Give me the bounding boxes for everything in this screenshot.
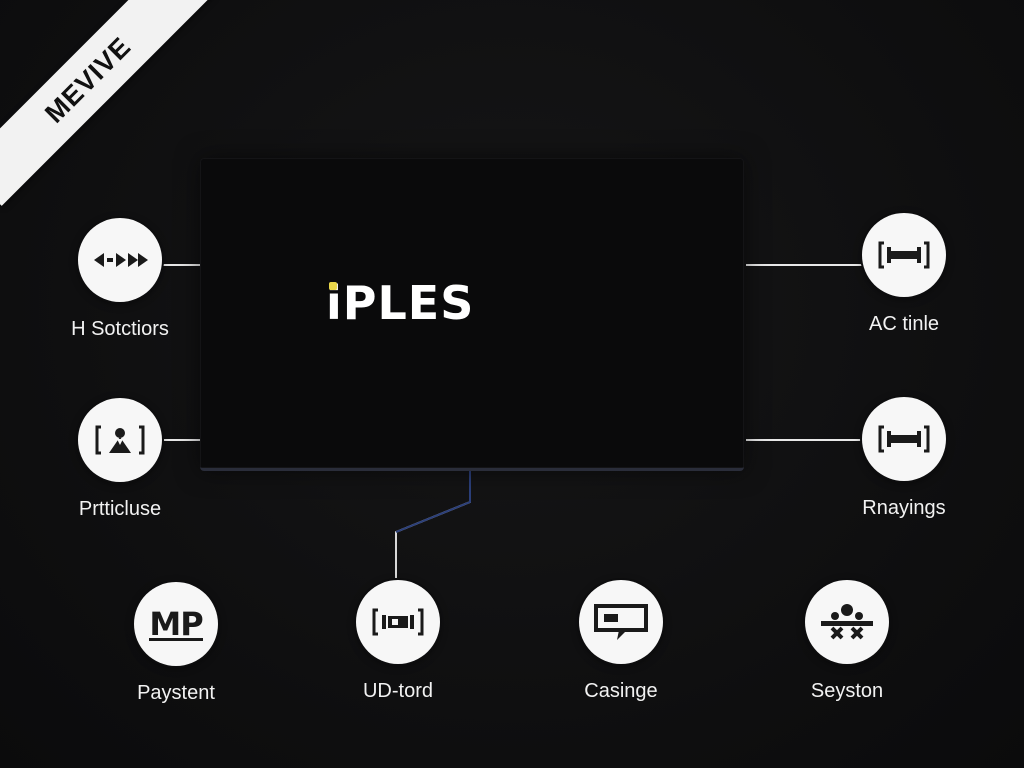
chat-box-icon xyxy=(594,604,648,640)
node-circle[interactable] xyxy=(78,398,162,482)
node-circle[interactable]: MP xyxy=(134,582,218,666)
node-bottom-2[interactable]: UD-tord xyxy=(313,580,483,703)
node-label: Casinge xyxy=(584,680,658,702)
logo-rest: PLES xyxy=(342,276,475,330)
node-bottom-1[interactable]: MP Paystent xyxy=(91,582,261,705)
ribbon-text: MEVIVE xyxy=(38,30,137,129)
node-top-right[interactable]: AC tinle xyxy=(819,213,989,336)
node-label: H Sotctiors xyxy=(71,318,169,340)
connector-line-bottom xyxy=(395,466,471,578)
node-label: Seyston xyxy=(810,680,884,702)
node-label: AC tinle xyxy=(868,313,940,335)
connector-line-mid-right xyxy=(746,439,863,441)
node-circle[interactable] xyxy=(805,580,889,664)
node-circle[interactable] xyxy=(862,397,946,481)
bracketed-bar-icon xyxy=(878,425,930,453)
logo-accent-dot xyxy=(329,282,337,290)
node-circle[interactable] xyxy=(862,213,946,297)
connector-line-mid-left xyxy=(162,439,200,441)
node-label: Rnayings xyxy=(862,497,946,519)
bracketed-bar-icon xyxy=(878,241,930,269)
node-bottom-4[interactable]: Seyston xyxy=(762,580,932,703)
node-circle[interactable] xyxy=(579,580,663,664)
node-label: Prtticluse xyxy=(78,498,162,520)
node-top-left[interactable]: H Sotctiors xyxy=(35,218,205,341)
connector-line-top-right xyxy=(746,264,863,266)
node-circle[interactable] xyxy=(78,218,162,302)
node-mid-right[interactable]: Rnayings xyxy=(819,397,989,520)
node-circle[interactable] xyxy=(356,580,440,664)
node-label: Paystent xyxy=(137,682,215,704)
node-bottom-3[interactable]: Casinge xyxy=(536,580,706,703)
people-network-icon xyxy=(821,604,873,640)
node-label: UD-tord xyxy=(362,680,433,702)
mp-logo-icon: MP xyxy=(149,605,204,643)
bracketed-device-icon xyxy=(372,608,424,636)
connector-line-top-left xyxy=(162,264,200,266)
node-mid-left[interactable]: Prtticluse xyxy=(35,398,205,521)
bracketed-person-icon xyxy=(95,425,145,455)
corner-ribbon: MEVIVE xyxy=(0,0,214,206)
media-controls-icon xyxy=(94,253,148,267)
